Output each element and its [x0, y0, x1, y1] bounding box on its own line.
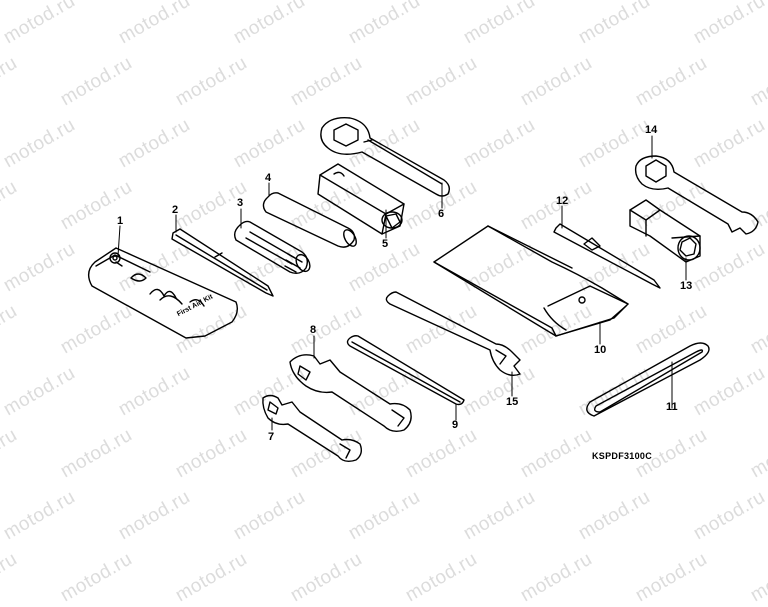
part-1-first-aid-kit: [87, 247, 239, 339]
tool-kit-drawing: [87, 117, 759, 463]
callout-7: 7: [268, 431, 275, 443]
part-6-ring-wrench: [320, 117, 451, 197]
part-2-screwdriver: [171, 228, 274, 297]
leader-lines: [117, 135, 687, 431]
part-12-screwdriver-small: [553, 223, 661, 289]
callout-5: 5: [382, 238, 389, 250]
diagram-code: KSPDF3100C: [592, 451, 653, 461]
callout-8: 8: [310, 324, 317, 336]
part-5-box-wrench: [317, 163, 405, 235]
part-10-tool-bag: [433, 225, 629, 337]
part-9-bar: [346, 335, 465, 406]
part-11-belt: [586, 342, 710, 417]
callout-1: 1: [117, 215, 124, 227]
part-13-socket: [629, 199, 701, 263]
callout-4: 4: [265, 172, 272, 184]
callout-10: 10: [594, 344, 607, 356]
callout-9: 9: [452, 419, 459, 431]
callout-15: 15: [506, 396, 519, 408]
part-14-ring-wrench: [634, 155, 759, 235]
callout-14: 14: [645, 124, 658, 136]
callout-3: 3: [237, 197, 244, 209]
callout-6: 6: [438, 208, 445, 220]
callout-12: 12: [556, 195, 569, 207]
part-4-tube: [262, 192, 357, 248]
callout-13: 13: [680, 280, 693, 292]
callout-2: 2: [172, 204, 179, 216]
part-7-open-wrench-small: [262, 394, 363, 463]
callout-11: 11: [666, 401, 678, 413]
part-3-handle: [233, 220, 311, 275]
part-8-open-wrench-large: [289, 354, 412, 433]
part-15-long-wrench: [385, 291, 521, 377]
